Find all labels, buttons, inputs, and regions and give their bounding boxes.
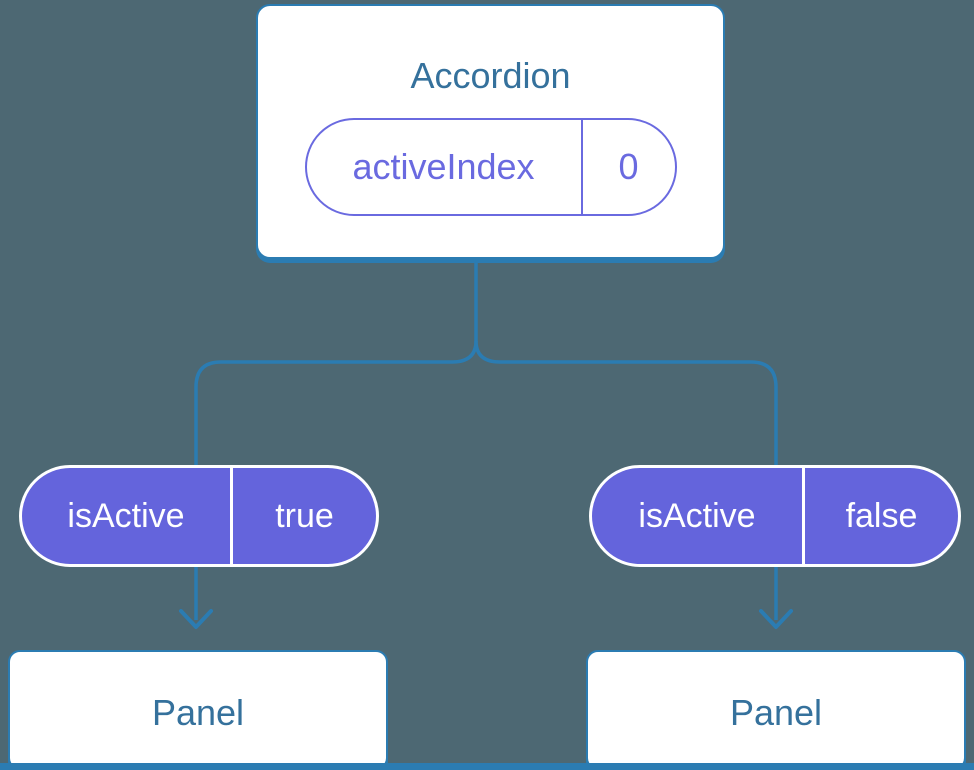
prop-name-label: isActive: [67, 496, 185, 535]
active-index-state-pill: activeIndex 0: [304, 118, 677, 216]
left-branch-line: [194, 340, 478, 467]
bottom-edge-bar: [0, 763, 974, 770]
pill-divider: [580, 120, 583, 214]
pill-divider: [802, 468, 805, 564]
state-name-label: activeIndex: [352, 146, 535, 187]
prop-value-label: false: [845, 496, 918, 535]
right-arrow-down-icon: [759, 609, 793, 629]
pill-divider: [230, 468, 233, 564]
accordion-title: Accordion: [410, 55, 571, 96]
right-branch-line: [474, 340, 778, 467]
left-panel-component-box: Panel: [8, 650, 388, 770]
state-value-label: 0: [618, 146, 639, 187]
is-active-false-prop-pill: isActive false: [589, 465, 961, 567]
left-arrow-down-icon: [179, 609, 213, 629]
panel-title: Panel: [729, 692, 823, 733]
right-panel-component-box: Panel: [586, 650, 966, 770]
is-active-true-prop-pill: isActive true: [19, 465, 379, 567]
prop-value-label: true: [275, 496, 334, 535]
prop-name-label: isActive: [638, 496, 756, 535]
panel-title: Panel: [151, 692, 245, 733]
accordion-component-box: Accordion activeIndex 0: [256, 4, 725, 259]
